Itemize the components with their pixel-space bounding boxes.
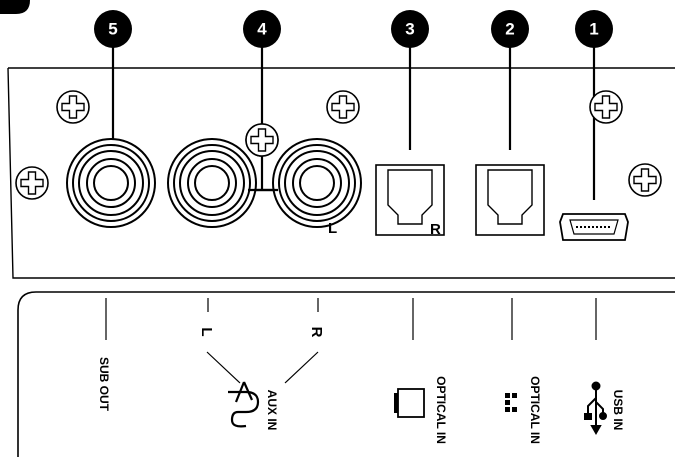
rca-jack-icon xyxy=(66,138,156,228)
callout-number: 5 xyxy=(108,20,117,39)
callout-3: 3 xyxy=(391,10,429,48)
toslink-port-icon xyxy=(475,164,545,236)
panel-outline xyxy=(7,67,675,279)
callout-2: 2 xyxy=(491,10,529,48)
optical-dots-icon xyxy=(505,393,517,412)
aux-l-mark: L xyxy=(328,220,337,237)
screw-icon xyxy=(589,90,623,124)
label-leaders xyxy=(105,298,597,384)
usb-in-label: USB IN xyxy=(611,390,625,431)
sub-out-label: SUB OUT xyxy=(97,357,111,412)
screw-icon xyxy=(326,90,360,124)
corner-tab xyxy=(0,0,30,14)
screw-icon xyxy=(628,163,662,197)
optical-in-1-label: OPTICAL IN xyxy=(434,376,448,444)
aux-r-label: R xyxy=(308,327,325,338)
optical-in-2-label: OPTICAL IN xyxy=(528,376,542,444)
screw-icon xyxy=(15,166,49,200)
aux-cable-icon xyxy=(228,381,260,428)
label-strip-box xyxy=(17,291,675,457)
callout-number: 3 xyxy=(405,20,414,39)
micro-usb-port-icon xyxy=(559,213,629,241)
optical-r-mark: R xyxy=(430,221,441,238)
callout-number: 2 xyxy=(505,20,514,39)
aux-in-label: AUX IN xyxy=(265,390,279,431)
callout-number: 1 xyxy=(589,20,598,39)
screw-icon xyxy=(245,123,279,157)
screw-icon xyxy=(56,90,90,124)
rca-jack-icon xyxy=(272,138,362,228)
callout-5: 5 xyxy=(94,10,132,48)
callout-number: 4 xyxy=(257,20,267,39)
aux-l-label: L xyxy=(198,327,215,336)
usb-trident-icon xyxy=(584,381,607,436)
rca-jack-icon xyxy=(167,138,257,228)
callout-4: 4 xyxy=(243,10,281,48)
callout-1: 1 xyxy=(575,10,613,48)
optical-square-icon xyxy=(394,388,425,418)
